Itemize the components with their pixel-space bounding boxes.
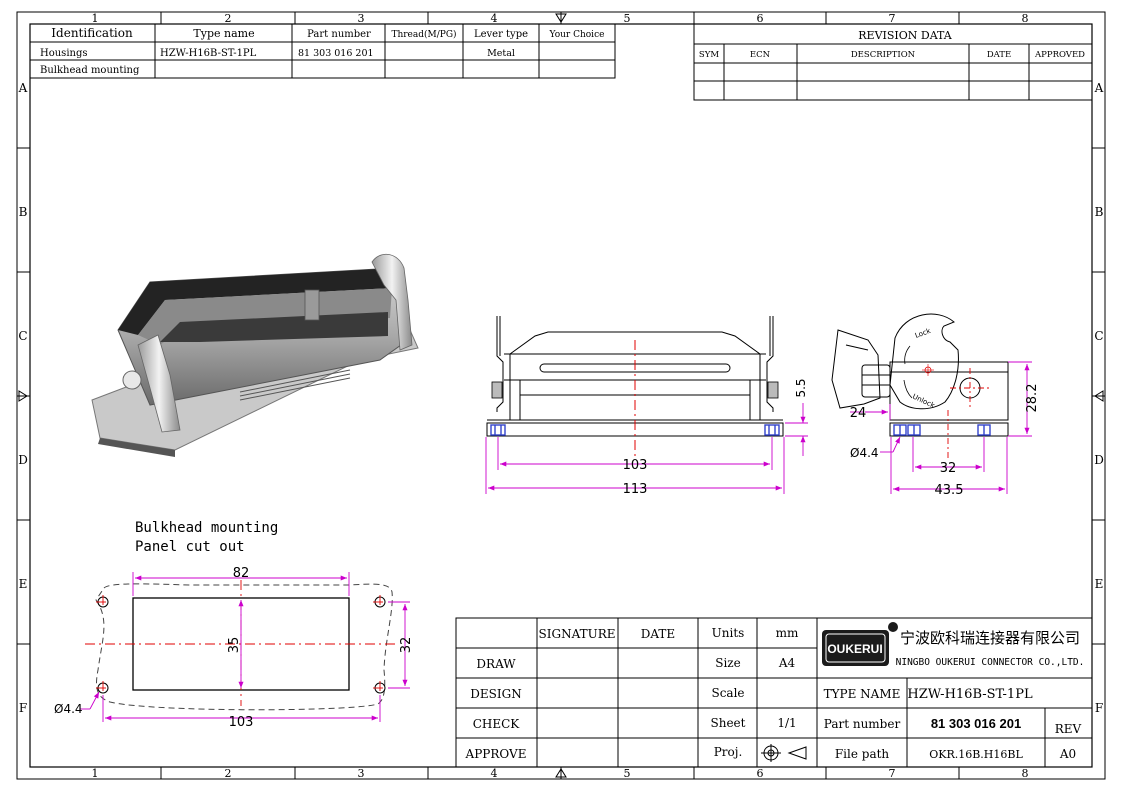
company-name-cn: 宁波欧科瑞连接器有限公司 [900, 629, 1080, 647]
col-label-7: 7 [889, 12, 896, 25]
row-label-D: D [18, 453, 28, 467]
id-cell-housings: Housings [40, 48, 88, 59]
id-header-thread: Thread(M/PG) [391, 29, 456, 40]
tb-sheet-label: Sheet [711, 716, 746, 730]
dim-label-103-cutout: 103 [229, 715, 254, 730]
side-view: Lock Unlock [831, 313, 1040, 498]
dim-label-113-front: 113 [623, 482, 648, 497]
id-cell-lever-type: Metal [487, 48, 515, 59]
col-label-6: 6 [757, 12, 764, 25]
row-label-C: C [18, 329, 27, 343]
company-logo: OUKERUI [822, 622, 898, 666]
row-label-B-right: B [1095, 205, 1104, 219]
dim-label-24: 24 [850, 406, 867, 421]
tb-design: DESIGN [470, 687, 521, 701]
product-photo [90, 245, 425, 457]
row-labels: A B C D E F A B C D E F [18, 81, 1104, 715]
col-label-4: 4 [491, 12, 498, 25]
row-label-A-right: A [1094, 81, 1104, 95]
row-label-D-right: D [1094, 453, 1104, 467]
row-label-F: F [19, 701, 27, 715]
tb-type-name-value: HZW-H16B-ST-1PL [907, 687, 1033, 702]
tb-proj-label: Proj. [714, 745, 743, 759]
company-name-en: NINGBO OUKERUI CONNECTOR CO.,LTD. [896, 657, 1085, 668]
front-view: 103 113 5.5 [485, 316, 808, 497]
col-label-2: 2 [225, 12, 232, 25]
col-label-5-bottom: 5 [624, 767, 631, 780]
revision-title: REVISION DATA [858, 29, 953, 42]
col-label-8: 8 [1022, 12, 1029, 25]
tb-draw: DRAW [476, 657, 516, 671]
col-label-2-bottom: 2 [225, 767, 232, 780]
tb-units-label: Units [712, 626, 745, 640]
tb-type-name-label: TYPE NAME [824, 687, 901, 701]
dim-label-35: 35 [227, 637, 242, 654]
dim-label-32-cutout: 32 [399, 637, 414, 654]
col-label-7-bottom: 7 [889, 767, 896, 780]
panel-cutout: Bulkhead mounting Panel cut out [54, 520, 414, 730]
row-label-E: E [19, 577, 28, 591]
dim-label-82: 82 [233, 566, 250, 581]
row-label-C-right: C [1094, 329, 1103, 343]
projection-symbol [761, 744, 807, 762]
tb-rev-value: A0 [1059, 747, 1076, 761]
tb-scale-label: Scale [711, 686, 744, 700]
id-header-your-choice: Your Choice [549, 30, 605, 40]
col-label-4-bottom: 4 [491, 767, 498, 780]
row-label-F-right: F [1095, 701, 1103, 715]
cutout-title-line1: Bulkhead mounting [135, 520, 278, 536]
col-label-3-bottom: 3 [358, 767, 365, 780]
revision-table: REVISION DATA SYM ECN DESCRIPTION DATE A… [693, 23, 1093, 101]
unlock-label: Unlock [911, 393, 937, 411]
id-cell-part-number: 81 303 016 201 [298, 48, 374, 59]
tb-size-value: A4 [778, 656, 796, 670]
dim-label-32-side: 32 [940, 461, 957, 476]
tb-sheet-value: 1/1 [777, 716, 796, 730]
id-header-lever-type: Lever type [474, 29, 528, 40]
id-header-type-name: Type name [193, 27, 254, 40]
id-header-part-number: Part number [307, 29, 371, 40]
dim-label-5-5: 5.5 [794, 378, 808, 397]
tb-check: CHECK [473, 717, 521, 731]
tb-signature: SIGNATURE [539, 627, 616, 641]
col-label-8-bottom: 8 [1022, 767, 1029, 780]
col-label-6-bottom: 6 [757, 767, 764, 780]
id-cell-bulkhead: Bulkhead mounting [40, 65, 140, 76]
revision-header-sym: SYM [699, 50, 719, 60]
col-label-5: 5 [624, 12, 631, 25]
tb-units-value: mm [776, 626, 799, 640]
dim-label-28-2: 28.2 [1025, 384, 1040, 413]
col-label-3: 3 [358, 12, 365, 25]
title-block: SIGNATURE DATE DRAW DESIGN CHECK APPROVE… [455, 617, 1093, 768]
cutout-title-line2: Panel cut out [135, 539, 245, 555]
id-cell-type-name: HZW-H16B-ST-1PL [160, 48, 257, 59]
revision-header-date: DATE [987, 50, 1011, 60]
logo-text: OUKERUI [827, 642, 882, 656]
identification-table: Identification Type name Part number Thr… [29, 23, 616, 79]
col-label-1: 1 [92, 12, 99, 25]
revision-header-approved: APPROVED [1034, 50, 1085, 60]
tb-file-path-value: OKR.16B.H16BL [929, 748, 1023, 761]
tb-approve: APPROVE [465, 747, 527, 761]
tb-size-label: Size [715, 656, 740, 670]
dim-label-43-5: 43.5 [935, 483, 964, 498]
tb-part-number-value: 81 303 016 201 [931, 716, 1021, 731]
id-header-identification: Identification [51, 26, 133, 40]
col-label-1-bottom: 1 [92, 767, 99, 780]
revision-header-description: DESCRIPTION [851, 50, 916, 60]
dim-label-103-front: 103 [623, 458, 648, 473]
row-label-A: A [18, 81, 28, 95]
column-labels: 1 2 3 4 5 6 7 8 1 2 3 4 5 6 7 8 [92, 12, 1029, 780]
tb-part-number-label: Part number [824, 717, 901, 731]
dim-label-hole-dia-side: Ø4.4 [850, 446, 879, 460]
row-label-E-right: E [1095, 577, 1104, 591]
dim-label-hole-dia-cutout: Ø4.4 [54, 702, 83, 716]
revision-header-ecn: ECN [750, 50, 771, 60]
lock-label: Lock [914, 327, 933, 340]
tb-rev-label: REV [1055, 722, 1082, 736]
row-label-B: B [19, 205, 28, 219]
tb-file-path-label: File path [835, 747, 890, 761]
tb-date: DATE [641, 627, 675, 641]
